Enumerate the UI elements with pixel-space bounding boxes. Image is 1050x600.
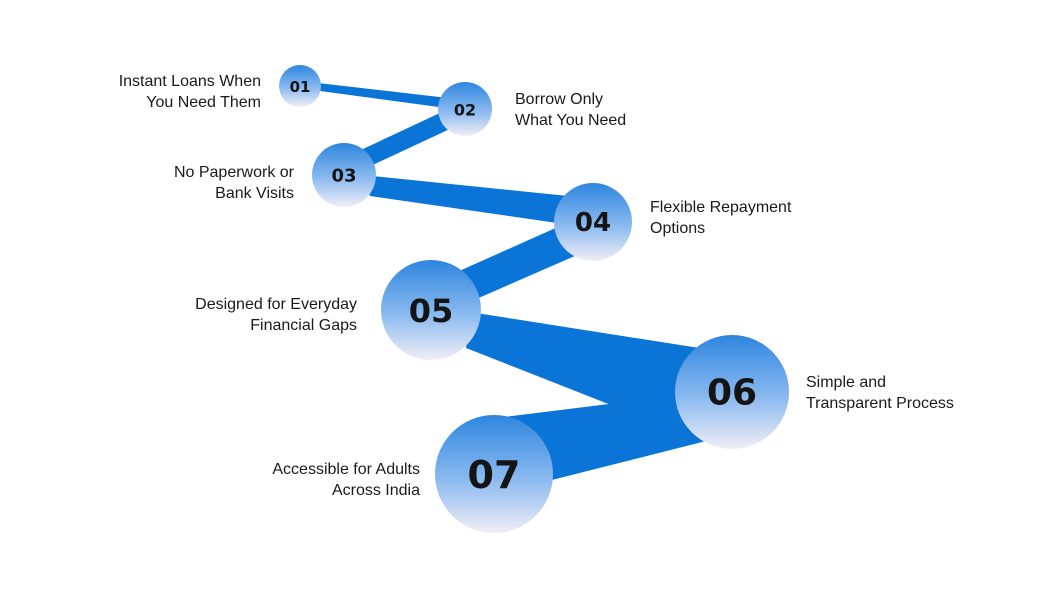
step-03-circle <box>312 143 376 207</box>
step-07-circle <box>435 415 553 533</box>
step-07-label-line2: Across India <box>331 482 420 499</box>
step-06-node: 06 <box>675 335 789 449</box>
step-03-label-line2: Bank Visits <box>215 185 294 202</box>
step-05-label-line1: Designed for Everyday <box>195 296 357 313</box>
step-01-label-line2: You Need Them <box>146 94 261 111</box>
step-06-label: Simple and Transparent Process <box>806 372 954 414</box>
step-06-label-line2: Transparent Process <box>806 395 954 412</box>
step-04-label-line1: Flexible Repayment <box>650 199 792 216</box>
step-02-label: Borrow Only What You Need <box>515 89 626 131</box>
step-07-label-line1: Accessible for Adults <box>272 461 420 478</box>
step-02-label-line1: Borrow Only <box>515 91 604 108</box>
step-04-number: 04 <box>575 208 611 238</box>
step-05-label: Designed for Everyday Financial Gaps <box>195 294 357 336</box>
step-03-node: 03 <box>312 143 376 207</box>
step-07-node: 07 <box>435 415 553 533</box>
step-06-label-line1: Simple and <box>806 374 887 391</box>
step-04-label: Flexible Repayment Options <box>650 197 791 239</box>
step-05-node: 05 <box>381 260 481 360</box>
connector-03-04 <box>362 175 568 224</box>
step-07-label: Accessible for Adults Across India <box>272 459 420 501</box>
step-05-circle <box>381 260 481 360</box>
step-07-number: 07 <box>468 453 521 497</box>
step-01-label: Instant Loans When You Need Them <box>119 71 261 113</box>
step-04-node: 04 <box>554 183 632 261</box>
step-01-label-line1: Instant Loans When <box>118 73 261 90</box>
step-03-label: No Paperwork or Bank Visits <box>174 162 294 204</box>
step-03-number: 03 <box>331 166 356 187</box>
step-04-circle <box>554 183 632 261</box>
step-04-label-line2: Options <box>650 220 706 237</box>
step-02-number: 02 <box>454 101 476 120</box>
step-05-label-line2: Financial Gaps <box>250 317 357 334</box>
step-05-number: 05 <box>409 292 454 330</box>
step-02-label-line2: What You Need <box>515 112 627 129</box>
step-02-circle <box>438 82 492 136</box>
connector-01-02 <box>318 83 448 108</box>
step-02-node: 02 <box>438 82 492 136</box>
step-06-circle <box>675 335 789 449</box>
connector-04-05 <box>448 226 584 300</box>
connector-02-03 <box>348 112 452 170</box>
step-03-label-line1: No Paperwork or <box>173 164 294 181</box>
step-06-number: 06 <box>707 373 757 414</box>
step-01-circle <box>279 65 321 107</box>
step-01-node: 01 <box>279 65 321 107</box>
step-01-number: 01 <box>290 78 311 96</box>
